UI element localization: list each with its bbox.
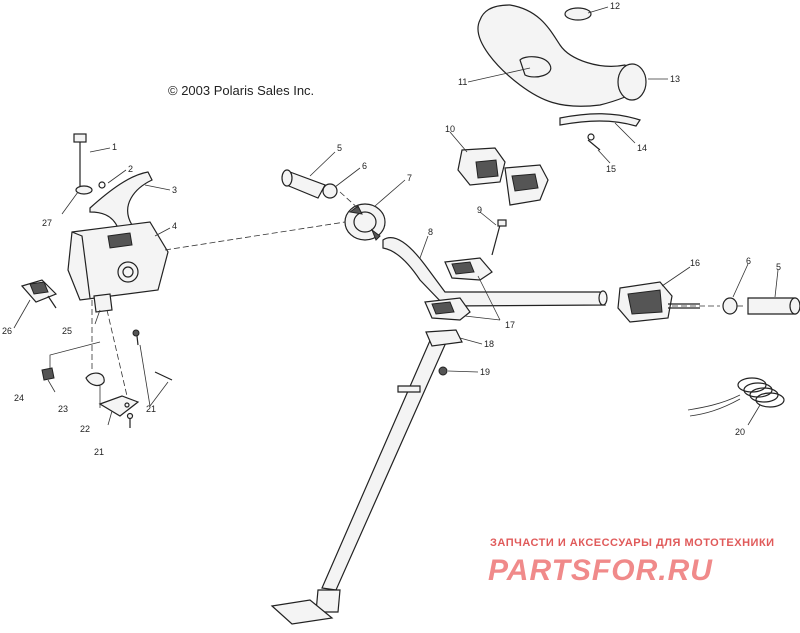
callout-27: 27 [42, 218, 52, 228]
callout-22: 22 [80, 424, 90, 434]
steering-column [270, 329, 463, 625]
callout-21a: 21 [146, 404, 156, 414]
callout-5b: 5 [776, 262, 781, 272]
callout-5: 5 [337, 143, 342, 153]
callout-3: 3 [172, 185, 177, 195]
handlebar [382, 237, 608, 307]
callout-19: 19 [480, 367, 490, 377]
callout-20: 20 [735, 427, 745, 437]
seat-pad [477, 4, 647, 151]
callout-10: 10 [445, 124, 455, 134]
callout-25: 25 [62, 326, 72, 336]
watermark-logo: PARTSFOR.RU [488, 554, 713, 587]
callout-16: 16 [690, 258, 700, 268]
copyright-text: © 2003 Polaris Sales Inc. [168, 83, 314, 98]
grip-right [722, 297, 800, 315]
callout-21b: 21 [94, 447, 104, 457]
callout-leaders [13, 6, 779, 426]
throttle-housing [457, 147, 549, 206]
callout-26: 26 [2, 326, 12, 336]
callout-12: 12 [610, 1, 620, 11]
callout-15: 15 [606, 164, 616, 174]
callout-23: 23 [58, 404, 68, 414]
callout-6: 6 [362, 161, 367, 171]
callout-labels: 1 2 3 4 5 6 7 8 9 10 11 12 13 14 15 16 6… [2, 1, 781, 457]
callout-17: 17 [505, 320, 515, 330]
bar-clamps [424, 219, 507, 321]
callout-11: 11 [458, 77, 467, 87]
callout-13: 13 [670, 74, 680, 84]
left-assembly [20, 133, 173, 428]
callout-1: 1 [112, 142, 117, 152]
callout-7: 7 [407, 173, 412, 183]
callout-9: 9 [477, 205, 482, 215]
watermark-tagline: ЗАПЧАСТИ И АКСЕССУАРЫ ДЛЯ МОТОТЕХНИКИ [490, 537, 775, 549]
grip-left [281, 169, 338, 199]
right-switch [617, 281, 700, 323]
callout-24: 24 [14, 393, 24, 403]
callout-8: 8 [428, 227, 433, 237]
mount-ring [344, 203, 386, 241]
coil-cable [687, 377, 785, 417]
callout-14: 14 [637, 143, 647, 153]
assembly-lines [91, 191, 746, 397]
callout-6b: 6 [746, 256, 751, 266]
callout-4: 4 [172, 221, 177, 231]
callout-2: 2 [128, 164, 133, 174]
callout-18: 18 [484, 339, 494, 349]
watermark: ЗАПЧАСТИ И АКСЕССУАРЫ ДЛЯ МОТОТЕХНИКИ PA… [488, 537, 775, 587]
